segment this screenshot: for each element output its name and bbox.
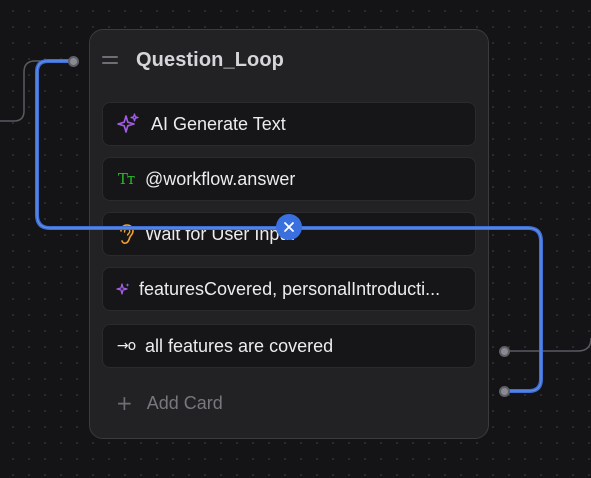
input-port[interactable] <box>68 56 79 67</box>
close-icon <box>284 222 294 232</box>
card-label: AI Generate Text <box>151 113 286 134</box>
card-label: Wait for User Input <box>145 223 295 244</box>
card-features-covered[interactable]: featuresCovered, personalIntroducti... <box>102 267 476 311</box>
text-type-icon: Tт <box>117 170 135 188</box>
node-title: Question_Loop <box>136 49 284 71</box>
output-port-loop[interactable] <box>499 386 510 397</box>
card-label: all features are covered <box>145 335 334 356</box>
add-card-button[interactable]: + Add Card <box>102 384 476 422</box>
output-port-next[interactable] <box>499 346 510 357</box>
ear-icon <box>115 223 137 245</box>
card-label: featuresCovered, personalIntroducti... <box>139 278 441 299</box>
sparkles-icon <box>115 112 141 136</box>
card-label: @workflow.answer <box>145 168 296 189</box>
outgoing-edge <box>504 337 591 352</box>
card-ai-generate-text[interactable]: AI Generate Text <box>102 102 476 146</box>
incoming-edge <box>0 60 73 122</box>
sparkle-small-icon <box>115 282 131 296</box>
node-header[interactable]: Question_Loop <box>90 30 488 92</box>
arrow-branch-icon: →o <box>116 338 136 354</box>
remove-connection-button[interactable] <box>276 214 302 240</box>
card-all-features-covered[interactable]: →o all features are covered <box>102 324 476 368</box>
drag-handle-icon[interactable] <box>102 56 118 64</box>
card-workflow-answer[interactable]: Tт @workflow.answer <box>102 157 476 201</box>
add-card-label: Add Card <box>146 392 223 413</box>
plus-icon: + <box>116 391 133 415</box>
